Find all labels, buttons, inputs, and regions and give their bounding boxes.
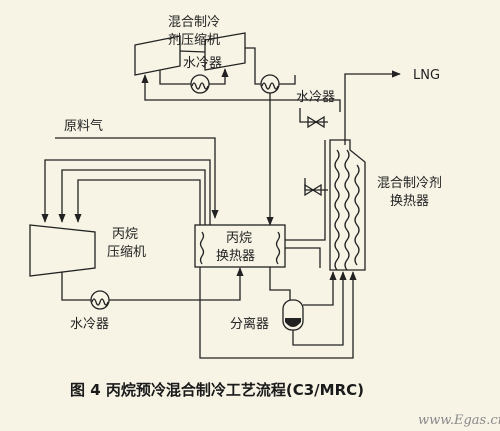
propane-exchanger-icon — [194, 224, 286, 268]
figure-caption: 图 4 丙烷预冷混合制冷工艺流程(C3/MRC) — [70, 381, 364, 399]
propane-return-line-2 — [41, 159, 211, 225]
separator-vapor-line — [303, 271, 337, 306]
feed-to-main-exchanger-line — [285, 140, 326, 241]
separator-label: 分离器 — [230, 316, 269, 332]
mr-compressor-label-2: 剂压缩机 — [168, 32, 220, 48]
water-cooler-bottom-label: 水冷器 — [70, 317, 109, 332]
mr-exchanger-label-1: 混合制冷剂 — [377, 176, 442, 191]
mr-line-stage1-out — [159, 70, 191, 85]
propane-return-line-3 — [74, 179, 201, 225]
propane-compressor-label-1: 丙烷 — [112, 227, 138, 242]
propane-return-line-1 — [58, 169, 206, 225]
mr-compressor-label-1: 混合制冷 — [168, 15, 220, 30]
propane-compressor-icon — [29, 224, 96, 277]
feed-gas-label: 原料气 — [64, 118, 103, 134]
valve-middle-icon — [304, 183, 322, 197]
water-cooler-top-label: 水冷器 — [183, 56, 222, 71]
propane-line-to-cooler — [61, 272, 91, 301]
water-cooler-bottom-icon — [90, 290, 110, 310]
water-cooler-top-icon — [190, 74, 210, 94]
propane-condensate-line — [109, 267, 244, 301]
main-exchanger-feed-line — [199, 267, 357, 359]
mr-line-aftercooler-out — [279, 75, 296, 85]
mr-line-stage2-out — [245, 47, 261, 85]
mr-line-stage2-in — [209, 68, 229, 85]
mr-exchanger-label-2: 换热器 — [390, 194, 429, 209]
separator-liquid-line — [292, 271, 347, 346]
mr-main-exchanger-icon — [329, 139, 366, 271]
lng-outlet-line — [344, 70, 401, 145]
water-cooler-after-icon — [260, 74, 280, 94]
propane-exchanger-label-2: 换热器 — [216, 249, 255, 264]
separator-vessel-icon — [282, 299, 304, 331]
propane-compressor-label-2: 压缩机 — [107, 244, 146, 260]
water-cooler-right-label: 水冷器 — [296, 90, 335, 105]
mr-compressor-shaft — [179, 50, 206, 53]
mr-compressor-stage2-icon — [204, 32, 246, 71]
propane-exchanger-label-1: 丙烷 — [226, 231, 252, 246]
mr-suction-return-line — [141, 74, 341, 112]
watermark: www.Egas.cn — [418, 413, 500, 428]
mr-compressor-stage1-icon — [134, 35, 181, 76]
valve-top-icon — [307, 115, 325, 129]
mr-to-main-exchanger-line — [285, 247, 321, 268]
feed-gas-line — [55, 137, 219, 219]
mr-expansion-line-top — [299, 108, 328, 123]
mr-to-separator-line — [269, 267, 291, 300]
lng-label: LNG — [413, 68, 440, 83]
